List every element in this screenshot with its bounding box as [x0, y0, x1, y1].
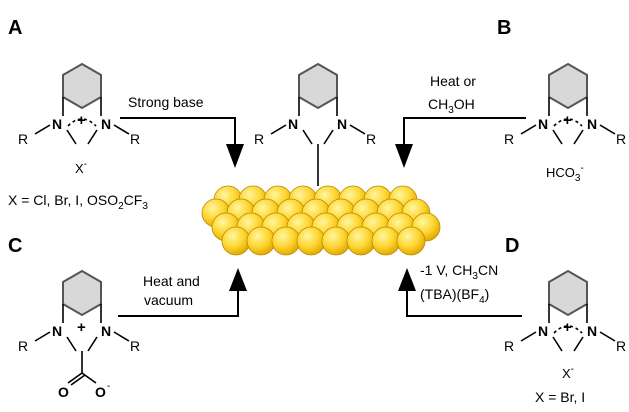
r-group-label: R	[18, 131, 28, 147]
positive-charge: +	[563, 112, 572, 129]
oxygen-label: O	[95, 384, 106, 400]
molecule-d: N N + R R	[504, 270, 626, 354]
counter-anion-a: X-	[75, 159, 87, 176]
nitrogen-label: N	[538, 323, 548, 339]
nitrogen-label: N	[538, 116, 548, 132]
molecule-b: N N + R R	[504, 63, 626, 147]
arrow-d-label: -1 V, CH3CN	[420, 262, 498, 282]
gold-atom	[221, 226, 251, 256]
counter-anion-d: X-	[562, 364, 574, 381]
panel-label-b: B	[497, 17, 511, 39]
oxygen-label: O	[58, 384, 69, 400]
positive-charge: +	[563, 319, 572, 336]
nitrogen-label: N	[101, 323, 111, 339]
panel-label-c: C	[8, 235, 22, 257]
r-group-label: R	[504, 131, 514, 147]
arrow-b-label: CH3OH	[428, 96, 475, 116]
arrow-d	[398, 268, 522, 317]
r-group-label: R	[130, 131, 140, 147]
arrow-c-label: Heat and	[143, 273, 200, 289]
nitrogen-label: N	[337, 116, 347, 132]
arrow-a	[120, 117, 244, 168]
gold-surface	[201, 185, 441, 256]
arrow-b-label: Heat or	[430, 73, 476, 89]
gold-atom	[371, 226, 401, 256]
molecule-a: N N + R R	[18, 63, 140, 147]
r-group-label: R	[366, 131, 376, 147]
nitrogen-label: N	[52, 116, 62, 132]
arrow-b	[395, 117, 526, 168]
panel-label-a: A	[8, 17, 22, 39]
arrow-d-label: (TBA)(BF4)	[420, 286, 489, 306]
counter-anion-b: HCO3-	[546, 163, 584, 184]
nitrogen-label: N	[52, 323, 62, 339]
r-group-label: R	[616, 131, 626, 147]
panel-label-d: D	[505, 235, 519, 257]
nitrogen-label: N	[587, 116, 597, 132]
negative-charge: -	[107, 381, 110, 392]
gold-atom	[346, 226, 376, 256]
positive-charge: +	[77, 319, 86, 336]
r-group-label: R	[616, 338, 626, 354]
molecule-c: N N + R R O O -	[18, 270, 140, 400]
nitrogen-label: N	[288, 116, 298, 132]
anion-definition-a: X = Cl, Br, I, OSO2CF3	[8, 192, 148, 212]
r-group-label: R	[254, 131, 264, 147]
gold-atom	[246, 226, 276, 256]
r-group-label: R	[130, 338, 140, 354]
gold-atom	[321, 226, 351, 256]
nitrogen-label: N	[587, 323, 597, 339]
r-group-label: R	[18, 338, 28, 354]
gold-atom	[296, 226, 326, 256]
nitrogen-label: N	[101, 116, 111, 132]
arrow-c	[118, 268, 247, 317]
r-group-label: R	[504, 338, 514, 354]
positive-charge: +	[77, 112, 86, 129]
arrow-c-label: vacuum	[144, 292, 193, 308]
molecule-central-carbene: N N R R	[254, 63, 376, 186]
gold-atom	[396, 226, 426, 256]
arrow-a-label: Strong base	[128, 94, 204, 110]
anion-definition-d: X = Br, I	[535, 389, 585, 405]
gold-atom	[271, 226, 301, 256]
